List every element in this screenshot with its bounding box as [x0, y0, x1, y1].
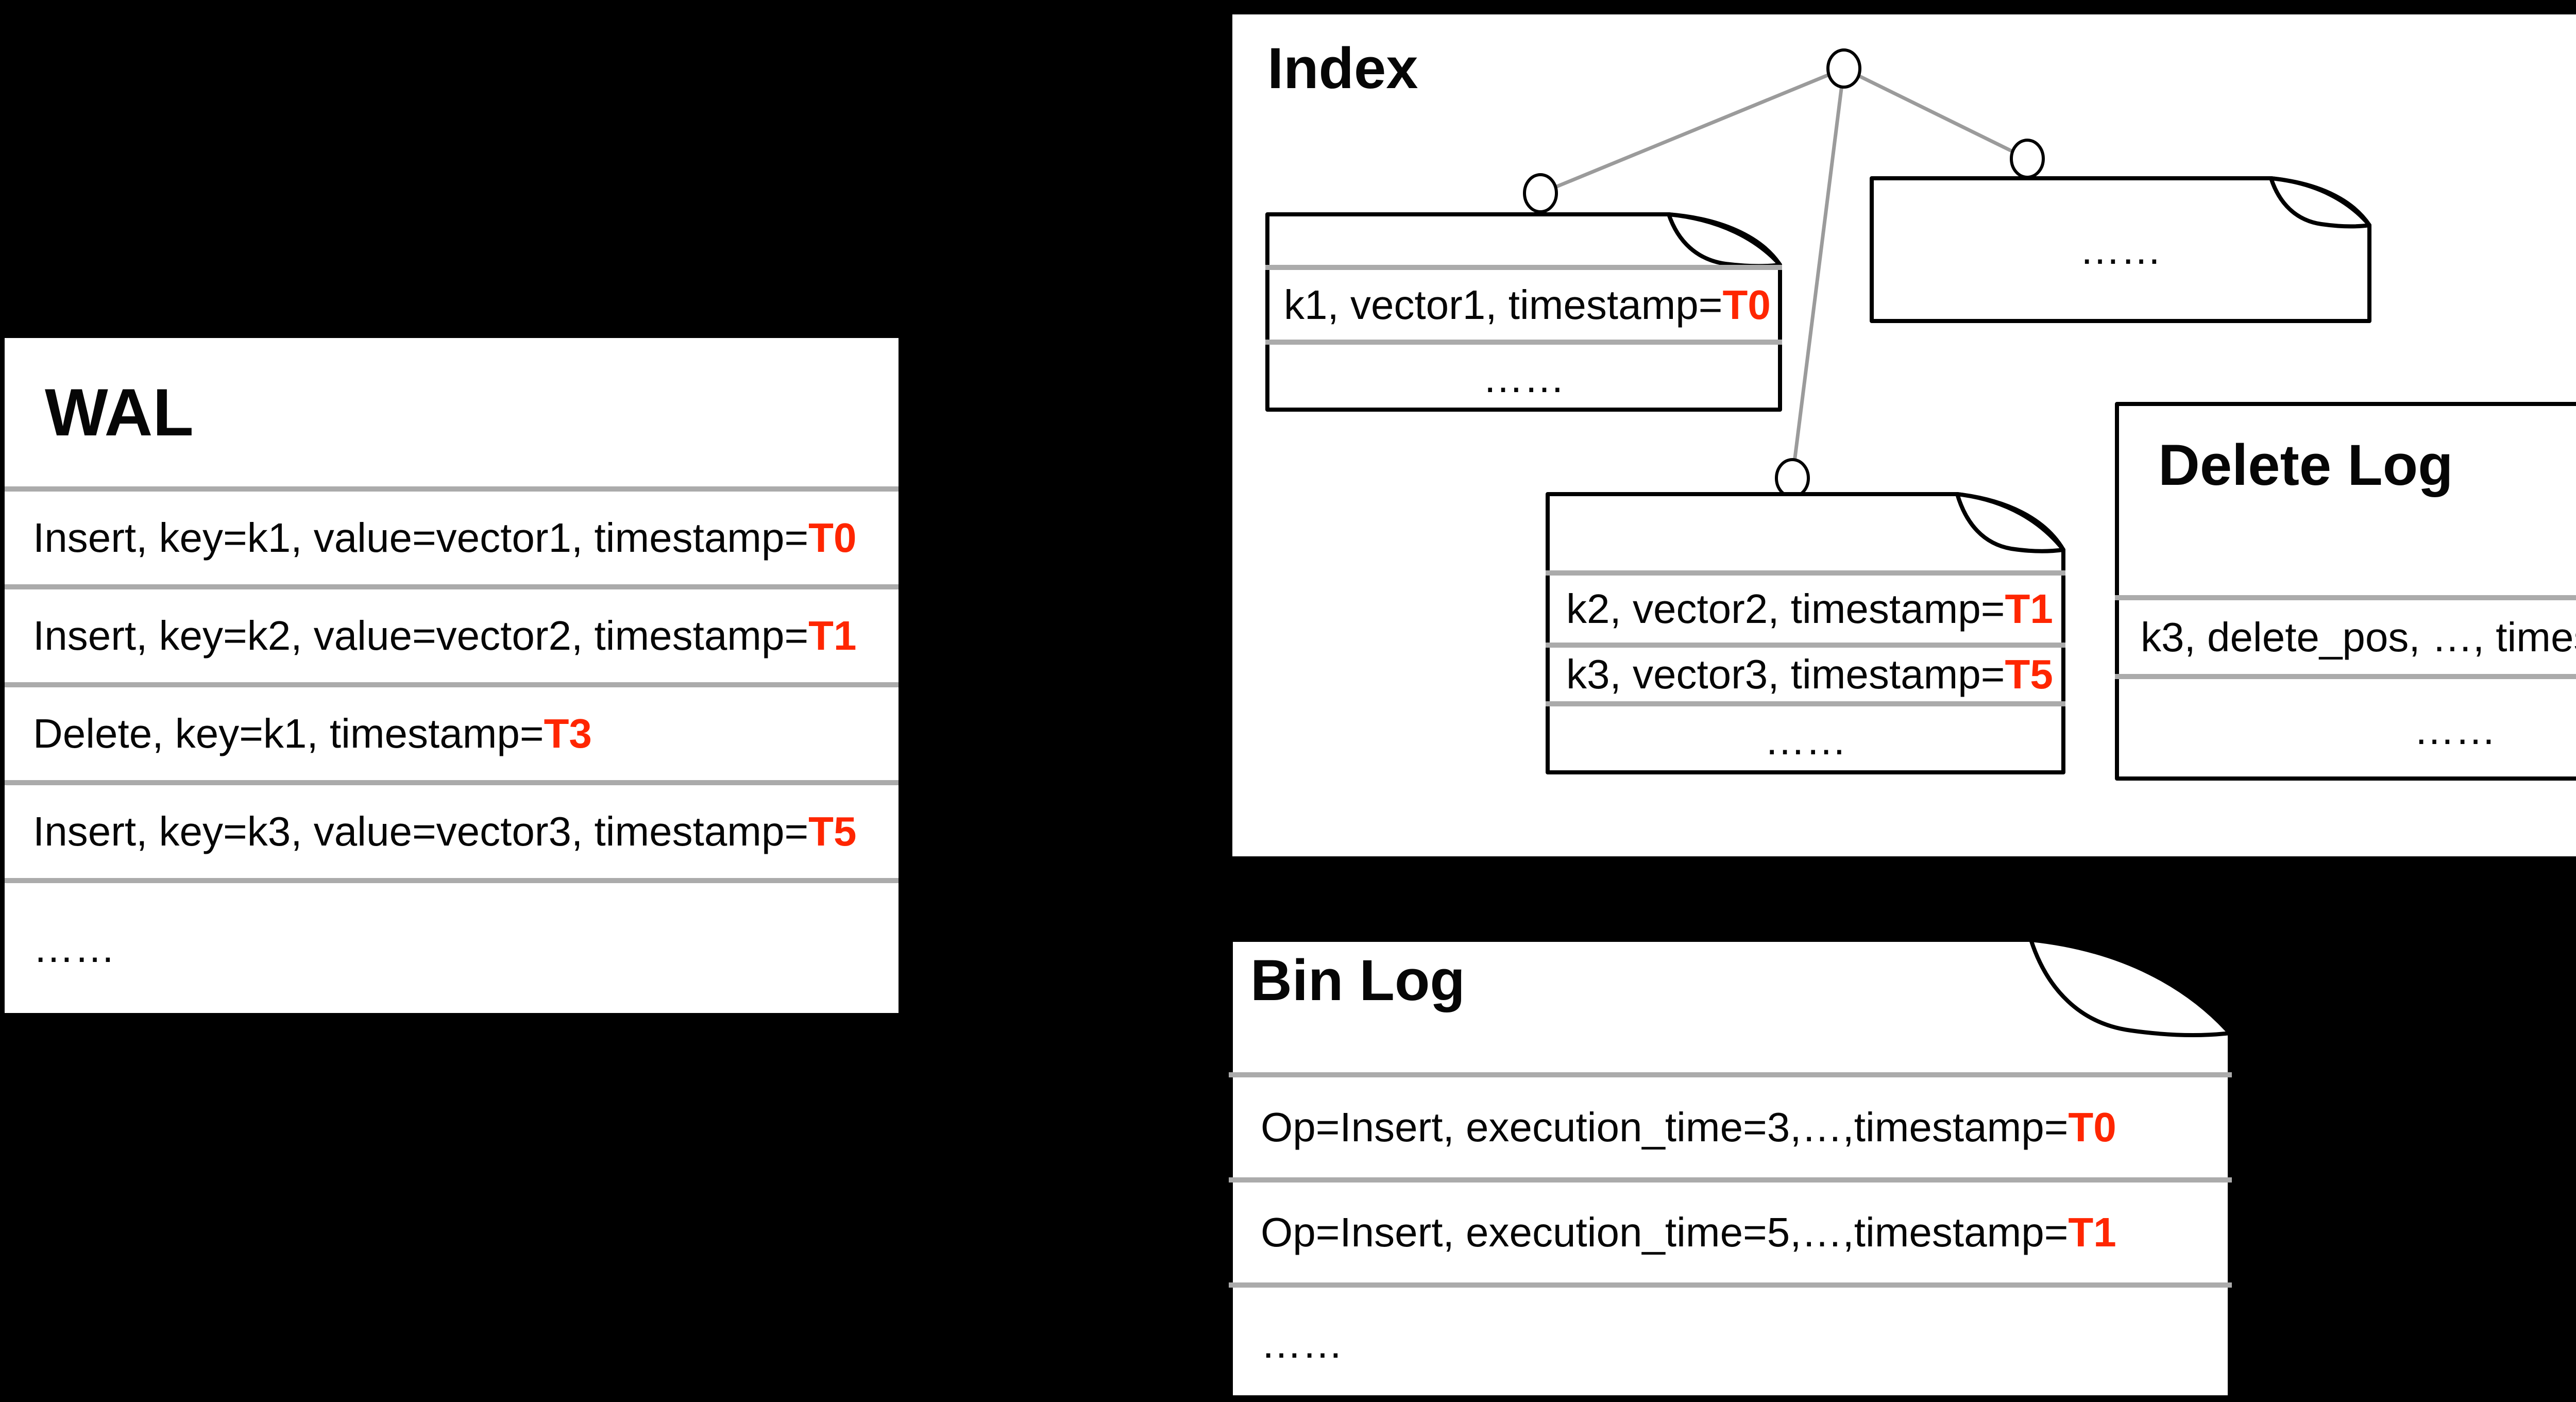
wal-row-text: Insert, key=k3, value=vector3, timestamp… [33, 808, 809, 854]
index-segment-other: …… [1870, 176, 2371, 323]
bin-log-row-ellipsis: …… [1229, 1282, 2232, 1399]
timestamp-value: T5 [808, 808, 857, 854]
bin-log-row-text: Op=Insert, execution_time=5,…,timestamp= [1261, 1209, 2069, 1255]
bin-log-title: Bin Log [1250, 948, 1465, 1012]
folded-corner [2029, 938, 2232, 1037]
tree-edge-root-right [1843, 66, 2028, 161]
delete-log-row-ellipsis: …… [2115, 674, 2576, 781]
wal-title: WAL [45, 375, 194, 450]
tree-node-root [1826, 48, 1861, 89]
index-row-ellipsis: …… [1546, 701, 2065, 774]
timestamp-value: T0 [2068, 1104, 2116, 1150]
bin-log-row-1: Op=Insert, execution_time=3,…,timestamp=… [1229, 1072, 2232, 1177]
bin-log-row-text: Op=Insert, execution_time=3,…,timestamp= [1261, 1104, 2069, 1150]
index-row-text: k1, vector1, timestamp= [1284, 281, 1723, 328]
tree-edge-root-left [1539, 66, 1845, 195]
document-shape [1870, 176, 2371, 323]
wal-row-ellipsis: …… [5, 878, 899, 1013]
timestamp-value: T1 [2005, 586, 2053, 632]
delete-log-row-k3: k3, delete_pos, …, timestamp=T3 [2115, 595, 2576, 674]
index-row-text: k2, vector2, timestamp= [1566, 586, 2005, 632]
wal-row-text: Insert, key=k1, value=vector1, timestamp… [33, 515, 809, 561]
wal-row-text: Insert, key=k2, value=vector2, timestamp… [33, 613, 809, 658]
wal-row-insert-k1: Insert, key=k1, value=vector1, timestamp… [5, 486, 899, 584]
document-body [2115, 402, 2576, 781]
index-row-k1: k1, vector1, timestamp=T0 [1265, 265, 1782, 340]
index-panel: Index k1, vector1, timestamp=T0 …… …… [1232, 14, 2576, 856]
timestamp-value: T1 [2068, 1209, 2116, 1255]
index-row-k3: k3, vector3, timestamp=T5 [1546, 643, 2065, 701]
timestamp-value: T3 [544, 711, 592, 756]
folded-corner [1955, 492, 2065, 553]
index-title: Index [1267, 36, 1418, 100]
document-content: Delete Log k3, delete_pos, …, timestamp=… [2115, 402, 2576, 781]
wal-row-insert-k3: Insert, key=k3, value=vector3, timestamp… [5, 780, 899, 878]
wal-row-insert-k2: Insert, key=k2, value=vector2, timestamp… [5, 584, 899, 682]
index-segment-k2-k3: k2, vector2, timestamp=T1 k3, vector3, t… [1546, 492, 2065, 774]
document-shape [1265, 212, 1782, 412]
document-header [1265, 212, 1782, 265]
tree-node-middle [1775, 458, 1810, 498]
wal-title-block: WAL [5, 338, 899, 486]
index-row-text: k3, vector3, timestamp= [1566, 651, 2005, 697]
document-header [1546, 492, 2065, 570]
tree-edge-root-middle [1790, 68, 1846, 479]
document-header: Delete Log [2115, 402, 2576, 595]
document-content: Bin Log Op=Insert, execution_time=3,…,ti… [1229, 938, 2232, 1399]
document-content: k1, vector1, timestamp=T0 …… [1265, 212, 1782, 412]
delete-log-panel: Delete Log k3, delete_pos, …, timestamp=… [2115, 402, 2576, 781]
index-row-ellipsis: …… [1265, 340, 1782, 412]
timestamp-value: T1 [808, 613, 857, 658]
index-segment-k1: k1, vector1, timestamp=T0 …… [1265, 212, 1782, 412]
index-tree [1523, 48, 2045, 498]
timestamp-value: T0 [1722, 281, 1771, 328]
wal-panel: WAL Insert, key=k1, value=vector1, times… [5, 338, 899, 1013]
index-row-k2: k2, vector2, timestamp=T1 [1546, 570, 2065, 643]
wal-row-delete-k1: Delete, key=k1, timestamp=T3 [5, 682, 899, 780]
delete-log-row-text: k3, delete_pos, …, timestamp= [2141, 614, 2576, 660]
index-segment-other-ellipsis: …… [2079, 226, 2162, 273]
timestamp-value: T5 [2005, 651, 2053, 697]
delete-log-title: Delete Log [2158, 433, 2453, 497]
document-content: k2, vector2, timestamp=T1 k3, vector3, t… [1546, 492, 2065, 774]
timestamp-value: T0 [808, 515, 857, 561]
document-shape [2115, 402, 2576, 781]
folded-corner [2269, 176, 2371, 229]
tree-node-right [2010, 139, 2045, 179]
bin-log-panel: Bin Log Op=Insert, execution_time=3,…,ti… [1229, 938, 2232, 1399]
document-header: Bin Log [1229, 938, 2232, 1072]
wal-row-text: Delete, key=k1, timestamp= [33, 711, 544, 756]
tree-node-left [1523, 173, 1558, 213]
bin-log-row-2: Op=Insert, execution_time=5,…,timestamp=… [1229, 1177, 2232, 1282]
